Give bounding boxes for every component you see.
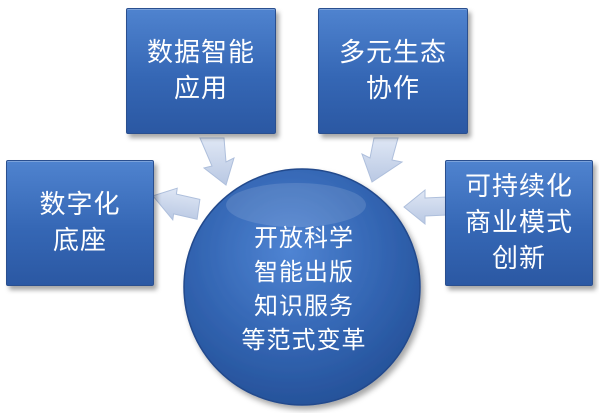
arrow-from-eco — [361, 137, 404, 183]
center-line-1: 开放科学 — [254, 224, 354, 252]
center-label: 开放科学 智能出版 知识服务 等范式变革 — [200, 214, 408, 364]
center-line-4: 等范式变革 — [241, 326, 367, 354]
center-circle-highlight — [226, 183, 366, 227]
node-ecosystem-collaboration: 多元生态 协作 — [318, 8, 468, 134]
node-business-line-2: 商业模式 — [464, 208, 573, 238]
center-line-2: 智能出版 — [254, 258, 354, 286]
arrow-from-business — [403, 188, 448, 226]
arrow-from-digital — [152, 187, 201, 222]
node-data-intelligence-apps: 数据智能 应用 — [126, 8, 276, 134]
node-digital-line-2: 底座 — [52, 226, 107, 256]
node-eco-line-1: 多元生态 — [338, 38, 447, 68]
node-apps-line-1: 数据智能 — [146, 38, 255, 68]
center-circle — [183, 168, 421, 406]
node-digital-line-1: 数字化 — [39, 190, 121, 220]
node-business-model-innovation: 可持续化 商业模式 创新 — [445, 160, 593, 286]
node-business-line-1: 可持续化 — [464, 172, 573, 202]
node-business-line-3: 创新 — [491, 244, 546, 274]
node-apps-line-2: 应用 — [173, 74, 228, 104]
node-eco-line-2: 协作 — [365, 74, 420, 104]
node-digital-foundation: 数字化 底座 — [6, 160, 154, 286]
arrow-from-apps — [199, 137, 235, 186]
center-line-3: 知识服务 — [254, 292, 354, 320]
